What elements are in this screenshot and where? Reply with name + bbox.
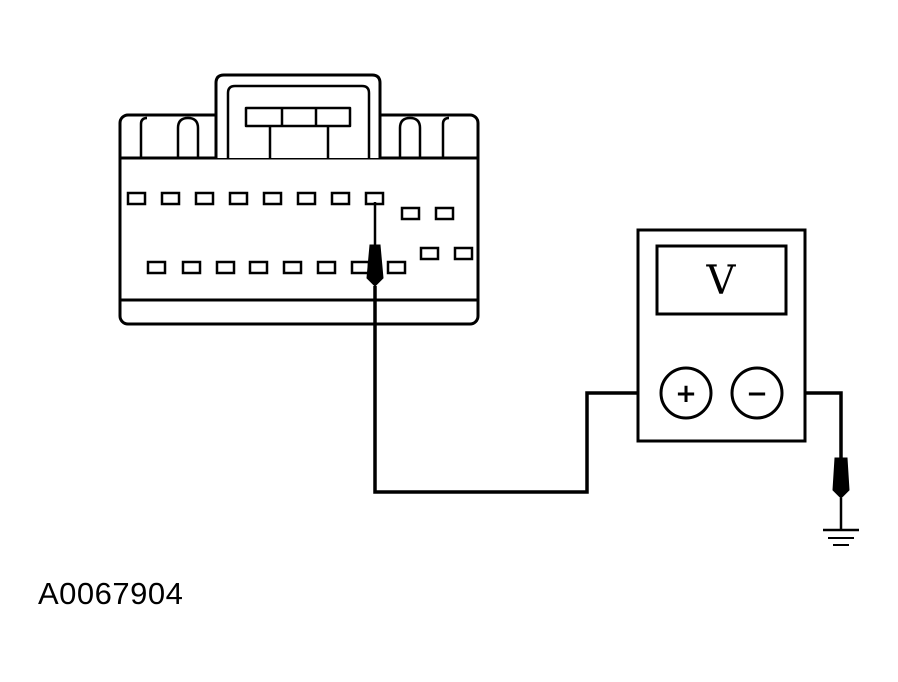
meter-display-unit: V [706,258,737,304]
connector-rib [139,116,148,158]
pin [282,260,303,275]
pin [386,260,407,275]
pin [248,260,269,275]
pin [350,260,371,275]
meter-display [655,244,788,316]
ground-icon [823,528,859,546]
positive-terminal[interactable] [659,366,713,420]
connector-rib [398,116,422,158]
pin [215,260,236,275]
pin [126,191,147,206]
probe-body [366,244,384,287]
pin [330,191,351,206]
pin [453,246,474,261]
connector-pins-lower [146,246,474,275]
pin [146,260,167,275]
connector-rib [441,116,450,158]
pin [316,260,337,275]
pin [181,260,202,275]
ground-probe-body [832,457,850,499]
pin [400,206,421,221]
pin [296,191,317,206]
pin [262,191,283,206]
connector-latch-inner [226,84,371,158]
connector-rib [176,116,200,158]
voltmeter-icon: V + − [636,228,807,443]
positive-terminal-label: + [675,379,697,409]
pin [194,191,215,206]
ground-probe-icon [832,457,850,530]
pin [434,206,455,221]
probe-icon [366,202,384,287]
connector-pins-upper [126,191,455,221]
figure-id: A0067904 [38,576,184,611]
positive-lead-wire [373,286,660,494]
negative-terminal-label: − [746,379,768,409]
pin [228,191,249,206]
negative-terminal[interactable] [730,366,784,420]
pin [160,191,181,206]
latch-slot [244,106,352,128]
pin [419,246,440,261]
